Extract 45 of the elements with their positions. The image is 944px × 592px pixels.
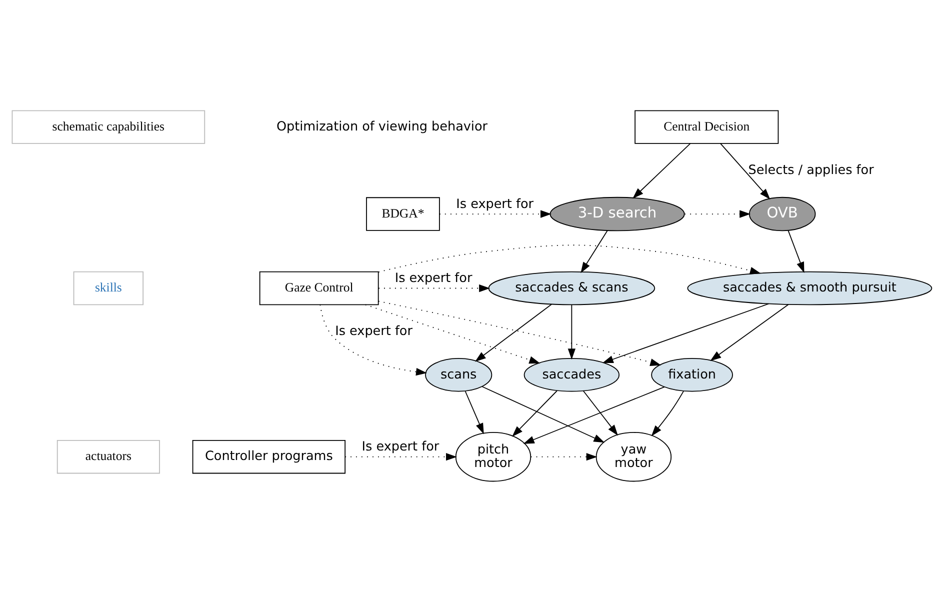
node-box: schematic capabilities	[12, 110, 206, 144]
arrow	[568, 304, 576, 360]
arrow	[439, 210, 552, 218]
arrow	[378, 244, 761, 274]
edge-label: Is expert for	[335, 324, 412, 339]
node-ellipse: OVB	[748, 196, 816, 232]
edge-label: Is expert for	[362, 440, 440, 455]
node-ellipse: saccades & scans	[488, 271, 656, 306]
node-ellipse: fixation	[651, 358, 733, 392]
node-box: skills	[73, 271, 144, 306]
arrow	[378, 284, 490, 292]
node-ellipse: scans	[425, 358, 492, 392]
arrow	[378, 300, 662, 366]
arrow	[720, 143, 770, 200]
arrow	[474, 304, 552, 362]
node-box: Controller programs	[192, 440, 346, 474]
edge-label: Selects / applies for	[748, 162, 874, 178]
node-box: BDGA*	[366, 197, 440, 231]
arrow	[632, 143, 691, 199]
node-ellipse: yaw motor	[596, 432, 672, 482]
node-box: Central Decision	[634, 110, 779, 144]
arrow	[364, 304, 540, 364]
label: Optimization of viewing behavior	[276, 119, 488, 134]
arrow	[523, 386, 665, 444]
arrow	[344, 453, 457, 461]
node-ellipse: pitch motor	[455, 432, 532, 482]
arrow	[464, 390, 484, 434]
arrow	[684, 210, 751, 218]
arrow	[602, 303, 770, 364]
node-box: actuators	[56, 440, 160, 474]
node-ellipse: saccades & smooth pursuit	[687, 271, 932, 306]
arrow	[788, 230, 804, 273]
arrow	[482, 386, 605, 443]
arrow	[710, 304, 789, 361]
arrow	[651, 390, 684, 436]
arrow	[320, 304, 427, 376]
node-box: Gaze Control	[259, 271, 379, 306]
node-ellipse: 3-D search	[550, 196, 685, 232]
arrow	[530, 453, 598, 461]
arrow	[512, 390, 558, 437]
arrow	[580, 230, 608, 274]
arrow	[582, 390, 618, 436]
edge-label: Is expert for	[456, 196, 534, 212]
edge-label: Is expert for	[394, 271, 472, 286]
node-ellipse: saccades	[524, 358, 620, 392]
